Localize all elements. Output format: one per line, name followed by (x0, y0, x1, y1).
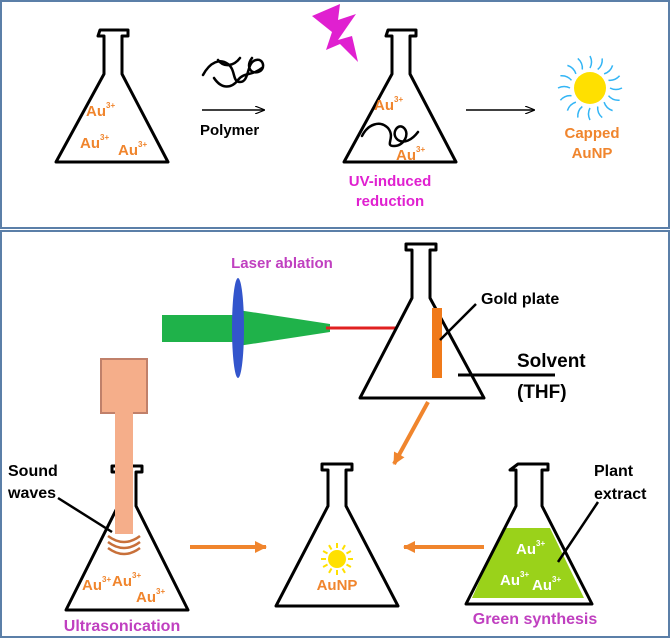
nanoparticle-ray (328, 568, 333, 574)
solvent-sub-label: (THF) (517, 382, 567, 403)
lightning-bolt-icon (312, 4, 358, 62)
capped-nanoparticle-icon (557, 55, 623, 121)
ion-label: Au (86, 103, 106, 120)
ion-charge: 3+ (156, 587, 165, 596)
solvent-label: Solvent (517, 351, 586, 372)
capped-label-line1: Capped (564, 125, 619, 142)
nanoparticle-icon (321, 543, 353, 575)
nanoparticle-ray (322, 550, 328, 555)
ultrasonication-label: Ultrasonication (64, 618, 180, 635)
polymer-chain-icon (201, 56, 265, 88)
capped-label-line2: AuNP (572, 145, 613, 162)
arrow-laser-to-center (392, 401, 430, 465)
capping-ligand-ray (566, 101, 577, 111)
ion-charge: 3+ (520, 570, 529, 579)
plant-extract-pointer (556, 501, 600, 563)
sound-waves-pointer (57, 496, 113, 534)
capping-ligand-ray (576, 105, 583, 118)
nanoparticle-ray (341, 568, 346, 574)
ion-charge: 3+ (416, 145, 425, 154)
capping-ligand-ray (560, 74, 573, 81)
capping-ligand-ray (603, 65, 614, 75)
ion-charge: 3+ (102, 575, 111, 584)
top-panel (0, 0, 670, 229)
plant-extract-label-line2: extract (594, 486, 647, 503)
ion-charge: 3+ (536, 539, 545, 548)
plant-extract-label-line1: Plant (594, 463, 634, 480)
bottom-panel (0, 230, 670, 638)
capping-ligand-ray (597, 58, 604, 71)
ion-charge: 3+ (394, 95, 403, 104)
gold-plate-pointer (439, 303, 477, 341)
focusing-lens (232, 278, 244, 378)
nanoparticle-ray (322, 563, 328, 568)
ion-label: Au (396, 147, 416, 164)
polymer-chain-icon (360, 122, 420, 148)
green-extract-fluid (472, 528, 584, 598)
ion-charge: 3+ (552, 575, 561, 584)
flask-laser-ablation (358, 242, 486, 400)
uv-label-line2: reduction (356, 193, 424, 210)
ion-label: Au (374, 97, 394, 114)
nanoparticle-ray (346, 563, 352, 568)
uv-label-line1: UV-induced (349, 173, 432, 190)
ion-label: Au (500, 572, 520, 589)
green-synthesis-label: Green synthesis (473, 611, 598, 628)
capping-ligand-ray (607, 95, 620, 102)
nanoparticle-ray (328, 544, 333, 550)
capping-ligand-ray (587, 107, 591, 121)
ion-charge: 3+ (138, 140, 147, 149)
flask-au-ions: Au 3+ Au 3+ Au 3+ (54, 28, 170, 164)
nanoparticle-ray (341, 544, 346, 550)
capping-ligand-ray (577, 57, 584, 70)
flask-green-synthesis (464, 462, 594, 606)
flask-uv-reduction: Au 3+ Au 3+ (342, 28, 458, 164)
laser-ablation-label: Laser ablation (231, 255, 333, 272)
laser-beam (162, 310, 330, 346)
nanoparticle-ray (346, 550, 352, 555)
capping-ligand-ray (589, 55, 593, 69)
ion-charge: 3+ (100, 133, 109, 142)
ion-label: Au (80, 135, 100, 152)
ion-label: Au (516, 541, 536, 558)
center-aunp-label: AuNP (317, 577, 358, 594)
ion-label: Au (82, 577, 102, 594)
ion-charge: 3+ (106, 101, 115, 110)
ion-charge: 3+ (132, 571, 141, 580)
gold-plate-label: Gold plate (481, 291, 559, 308)
ion-label: Au (118, 142, 138, 159)
flask-aunp (274, 462, 400, 608)
polymer-label: Polymer (200, 122, 259, 139)
sound-waves-icon (107, 534, 141, 556)
capping-ligand-ray (557, 85, 571, 89)
sound-waves-label-line2: waves (7, 485, 56, 502)
ion-label: Au (112, 573, 132, 590)
sound-waves-label-line1: Sound (8, 463, 58, 480)
ion-label: Au (532, 577, 552, 594)
ultrasonic-probe (115, 412, 133, 534)
capping-ligand-ray (608, 75, 621, 82)
ultrasonic-horn (100, 358, 148, 414)
ion-label: Au (136, 589, 156, 606)
gold-plate (432, 308, 442, 378)
capping-ligand-ray (609, 87, 623, 91)
capping-ligand-ray (559, 94, 572, 101)
capping-ligand-ray (596, 106, 603, 119)
capping-ligand-ray (567, 64, 577, 75)
capping-ligand-ray (603, 101, 613, 112)
